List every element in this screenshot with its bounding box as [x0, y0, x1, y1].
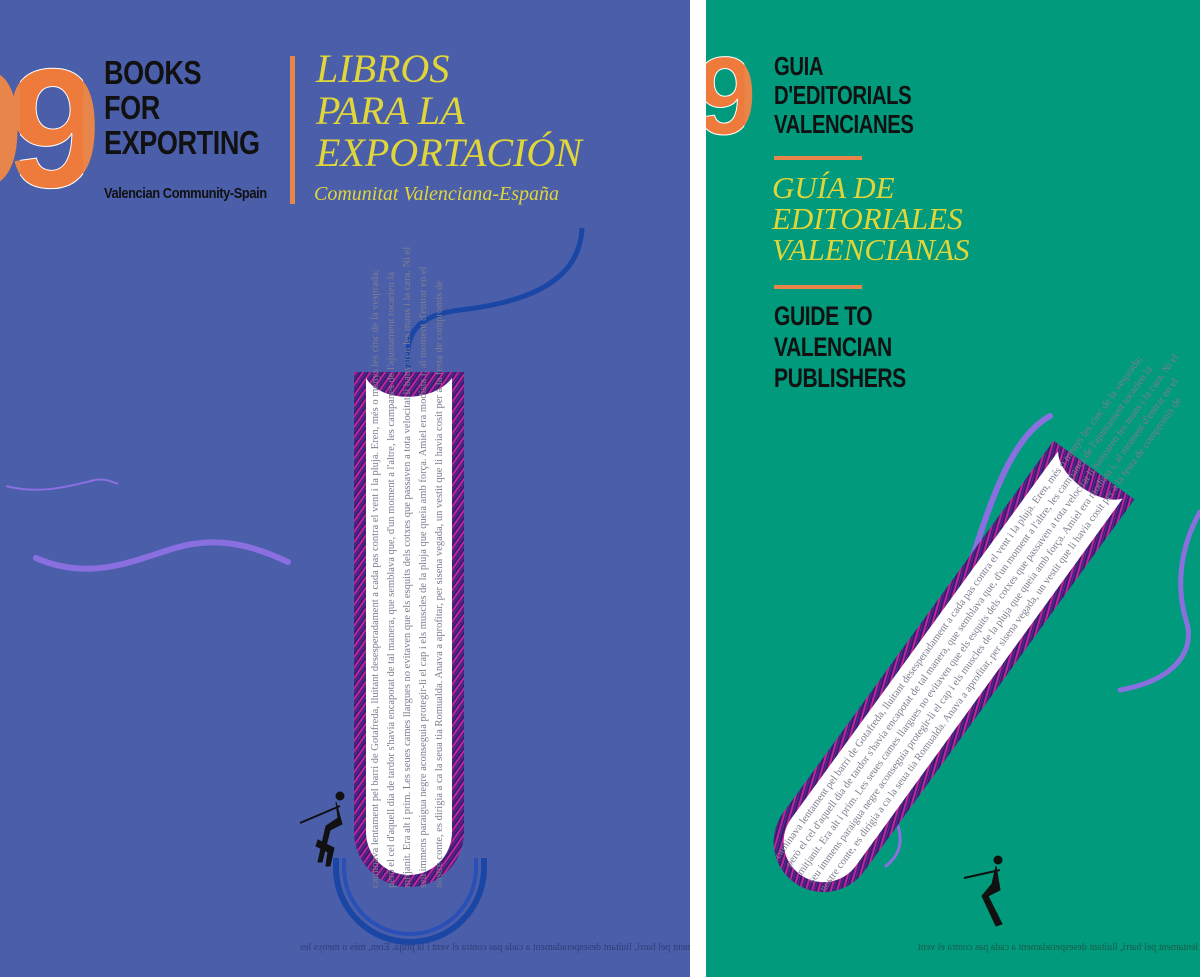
region-spanish: Comunitat Valenciana-España [314, 183, 559, 205]
title-spanish-line-3: EXPORTACIÓN [316, 130, 582, 175]
region-english: Valencian Community-Spain [104, 185, 267, 202]
title-english-line-1: BOOKS [104, 54, 202, 91]
title-spanish-line-2: EDITORIALES [772, 201, 963, 236]
wave-right-arc [1117, 509, 1200, 693]
title-english: GUIDE TO VALENCIAN PUBLISHERS [774, 301, 906, 394]
title-divider [290, 56, 295, 204]
title-spanish-line-1: LIBROS [316, 46, 450, 91]
tube-text-block: caminava lentament pel barri de Gotafred… [370, 247, 445, 888]
left-cover: caminava lentament pel barri de Gotafred… [0, 0, 690, 977]
divider-bottom [774, 285, 862, 289]
title-catalan-line-1: GUIA [774, 51, 824, 81]
title-english-line-3: EXPORTING [104, 124, 260, 161]
title-spanish: GUÍA DE EDITORIALES VALENCIANAS [772, 172, 969, 265]
tube-line-5: nostre conte, es dirigia a ca la seua ti… [818, 395, 1184, 893]
tube-string [404, 227, 585, 369]
footer-mirrored-text: caminava lentament pel barri, lluitant d… [300, 942, 690, 953]
test-tube-diagonal: caminava lentament pel barri de Gotafred… [773, 352, 1185, 894]
tube-line-2: però el cel d'aquell dia de tardor s'hav… [784, 364, 1155, 869]
tube-ring-inner [342, 858, 478, 936]
tube-line-1: caminava lentament pel barri de Gotafred… [370, 269, 381, 888]
title-spanish-line-2: PARA LA [316, 88, 465, 133]
title-english-line-2: VALENCIAN [774, 332, 892, 362]
tube-line-1: caminava lentament pel barri de Gotafred… [773, 354, 1146, 861]
tube-line-3: mitjanit. Era alt i prim. Les seues came… [402, 247, 413, 888]
right-decoration: caminava lentament pel barri de Gotafred… [773, 352, 1200, 927]
tube-line-3: mitjanit. Era alt i prim. Les seues came… [795, 352, 1181, 877]
title-spanish-line-1: GUÍA DE [772, 170, 895, 205]
wave-small [5, 478, 119, 491]
title-spanish-line-3: VALENCIANAS [772, 232, 970, 267]
title-catalan-line-3: VALENCIANES [774, 109, 914, 139]
tube-ring-outer [333, 858, 487, 945]
title-english-line-3: PUBLISHERS [774, 363, 906, 393]
title-spanish: LIBROS PARA LA EXPORTACIÓN [316, 48, 582, 174]
tube-line-4: seu immens paraigua negre aconseguia pro… [807, 376, 1181, 885]
seated-figure [963, 855, 1003, 927]
issue-number: 09 [6, 34, 84, 224]
issue-number: 09 [706, 35, 745, 158]
right-cover: caminava lentament pel barri de Gotafred… [706, 0, 1200, 977]
title-catalan: GUIA D'EDITORIALS VALENCIANES [774, 52, 914, 139]
left-decoration: caminava lentament pel barri de Gotafred… [5, 227, 585, 945]
title-catalan-line-2: D'EDITORIALS [774, 80, 912, 110]
title-english: BOOKS FOR EXPORTING [104, 55, 260, 160]
tube-line-2: però el cel d'aquell dia de tardor s'hav… [386, 271, 397, 888]
title-english-line-1: GUIDE TO [774, 301, 873, 331]
wave-large [33, 539, 291, 572]
test-tube-inner [366, 378, 452, 875]
title-english-line-2: FOR [104, 89, 160, 126]
tube-line-4: seu immens paraigua negre aconseguia pro… [418, 266, 429, 888]
seated-figure [299, 791, 345, 867]
footer-mirrored-text: caminava lentament pel barri, lluitant d… [918, 942, 1200, 953]
divider-top [774, 156, 862, 160]
tube-line-5: nostre conte, es dirigia a ca la seua ti… [434, 280, 445, 888]
